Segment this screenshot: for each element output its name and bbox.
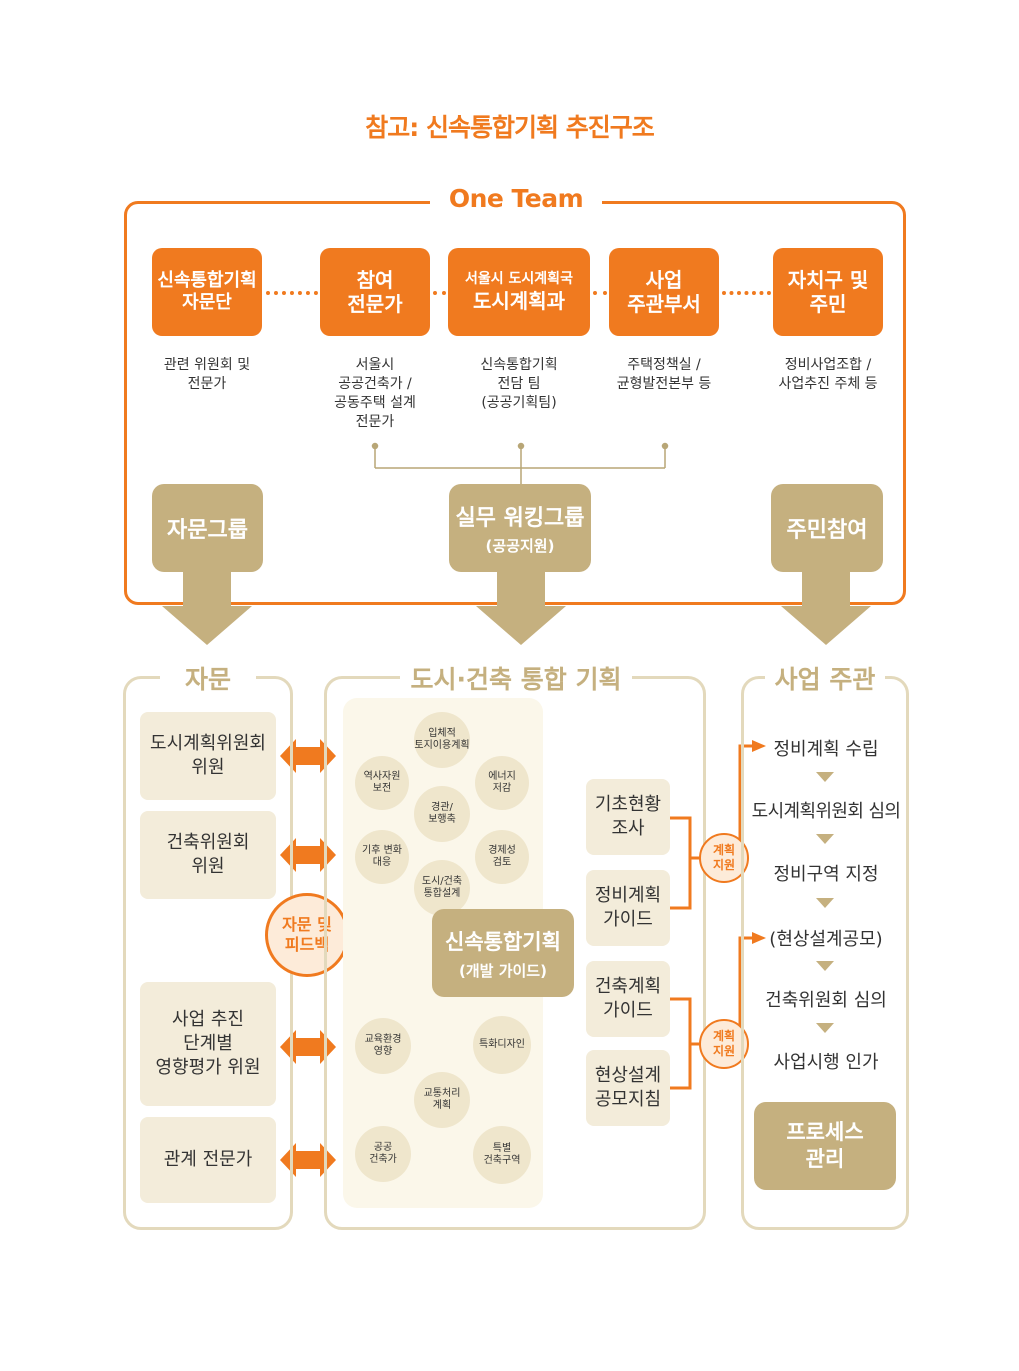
group-advisory: 자문그룹 <box>152 484 263 572</box>
advisory-item: 건축위원회 위원 <box>140 811 276 899</box>
project-step: 정비구역 지정 <box>773 864 879 885</box>
project-label: 사업 주관 <box>765 660 885 696</box>
project-step: 정비계획 수립 <box>773 739 879 760</box>
step-arrow-icon <box>816 1023 834 1033</box>
guide-box: 건축계획 가이드 <box>586 961 670 1037</box>
project-step: 건축위원회 심의 <box>765 990 887 1011</box>
dotted-connector <box>266 291 318 295</box>
actor-urban-planning-dept: 도시계획과 <box>473 289 565 314</box>
topic-circle: 특화디자인 <box>473 1016 531 1074</box>
group-working: 실무 워킹그룹 (공공지원) <box>449 484 591 572</box>
dotted-connector <box>593 291 607 295</box>
advisory-item: 사업 추진 단계별 영향평가 위원 <box>140 982 276 1106</box>
advisory-item: 도시계획위원회 위원 <box>140 712 276 800</box>
step-arrow-icon <box>816 772 834 782</box>
topic-circle: 에너지 저감 <box>475 756 529 810</box>
actor-project-department-desc: 주택정책실 / 균형발전본부 등 <box>616 357 712 392</box>
actor-urban-planning-desc: 신속통합기획 전담 팀 (공공기획팀) <box>480 357 558 411</box>
guide-box: 현상설계 공모지침 <box>586 1050 670 1126</box>
step-arrow-icon <box>816 898 834 908</box>
topic-circle: 교육환경 영향 <box>355 1018 411 1074</box>
actor-project-department: 사업 주관부서 <box>609 248 719 336</box>
topic-circle: 경관/ 보행축 <box>414 786 470 842</box>
planning-label: 도시·건축 통합 기획 <box>400 660 632 696</box>
core-guide-box: 신속통합기획 (개발 가이드) <box>432 909 574 997</box>
project-step: (현상설계공모) <box>769 929 883 950</box>
advisory-label: 자문 <box>160 660 256 696</box>
planning-support-badge: 계획 지원 <box>699 833 749 883</box>
actor-district-residents-desc: 정비사업조합 / 사업추진 주체 등 <box>778 357 878 392</box>
actor-advisory-panel-desc: 관련 위원회 및 전문가 <box>163 357 251 392</box>
actor-urban-planning-bureau: 서울시 도시계획국 <box>465 270 573 287</box>
group-advisory-label: 자문그룹 <box>167 518 248 543</box>
advisory-item: 관계 전문가 <box>140 1117 276 1203</box>
guide-box: 기초현황 조사 <box>586 779 670 855</box>
planning-support-badge: 계획 지원 <box>699 1019 749 1069</box>
topic-circle: 경제성 검토 <box>475 830 529 884</box>
group-working-label: 실무 워킹그룹 <box>455 506 585 531</box>
one-team-label: One Team <box>430 184 602 213</box>
topic-circle: 도시/건축 통합설계 <box>414 860 470 916</box>
feedback-badge: 자문 및 피드백 <box>265 893 349 977</box>
group-residents-label: 주민참여 <box>786 518 868 543</box>
core-guide-title: 신속통합기획 <box>445 929 561 954</box>
step-arrow-icon <box>816 834 834 844</box>
topic-circle: 공공 건축가 <box>355 1126 411 1182</box>
topic-circle: 교통처리 계획 <box>414 1072 470 1128</box>
group-residents: 주민참여 <box>771 484 883 572</box>
group-working-sub: (공공지원) <box>485 537 555 555</box>
topic-circle: 특별 건축구역 <box>473 1126 531 1184</box>
step-arrow-icon <box>816 961 834 971</box>
core-guide-sub: (개발 가이드) <box>459 961 547 980</box>
topic-circle: 역사자원 보전 <box>355 756 409 810</box>
project-step: 도시계획위원회 심의 <box>751 801 901 822</box>
topic-circle: 입체적 토지이용계획 <box>414 712 470 768</box>
page-title: 참고: 신속통합기획 추진구조 <box>365 113 654 142</box>
actor-experts-desc: 서울시 공공건축가 / 공동주택 설계 전문가 <box>334 357 416 430</box>
dotted-connector <box>722 291 771 295</box>
process-management-box: 프로세스 관리 <box>754 1102 896 1190</box>
topic-circle: 기후 변화 대응 <box>355 830 409 884</box>
actor-experts: 참여 전문가 <box>320 248 430 336</box>
dotted-connector <box>433 291 446 295</box>
actor-district-residents: 자치구 및 주민 <box>773 248 883 336</box>
project-step: 사업시행 인가 <box>773 1052 879 1073</box>
actor-urban-planning-division: 서울시 도시계획국 도시계획과 <box>448 248 590 336</box>
actor-advisory-panel: 신속통합기획 자문단 <box>152 248 262 336</box>
guide-box: 정비계획 가이드 <box>586 870 670 946</box>
